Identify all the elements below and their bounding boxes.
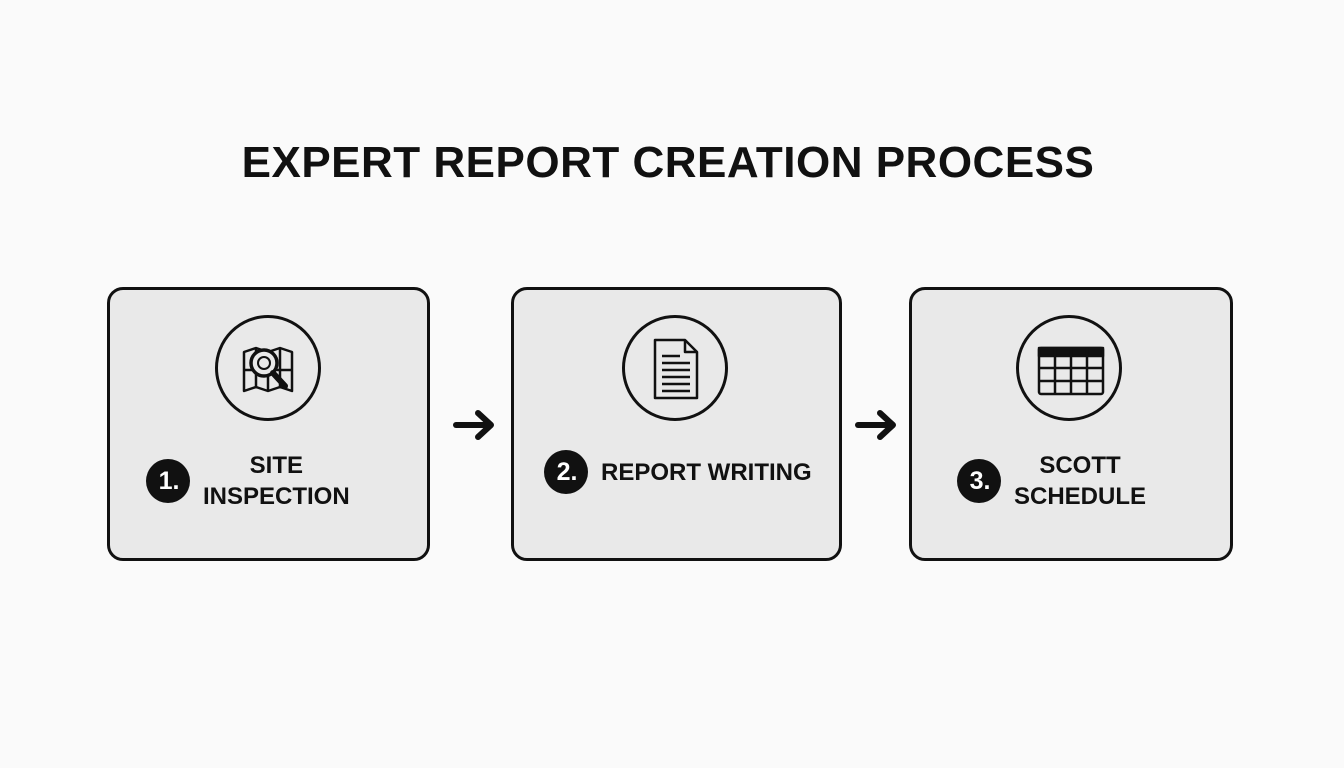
arrow-right-icon: [855, 410, 896, 440]
step-label-line: SCOTT: [1039, 452, 1121, 479]
step-label-line: SCHEDULE: [1014, 483, 1147, 510]
step-label: 3. SCOTT SCHEDULE: [957, 450, 1146, 512]
step-label-line: INSPECTION: [203, 483, 350, 510]
step-label: 2. REPORT WRITING: [544, 450, 812, 494]
step-label-text: REPORT WRITING: [601, 457, 812, 488]
step-label-line: REPORT WRITING: [601, 458, 812, 486]
step-icon-circle: [622, 315, 728, 421]
step-box-scott-schedule: 3. SCOTT SCHEDULE: [909, 287, 1233, 561]
step-number-badge: 1.: [146, 459, 190, 503]
arrow-right-icon: [453, 410, 494, 440]
step-label-text: SITE INSPECTION: [203, 450, 350, 512]
step-box-site-inspection: 1. SITE INSPECTION: [107, 287, 430, 561]
step-icon-circle: [1016, 315, 1122, 421]
document-icon: [653, 338, 699, 400]
step-label-text: SCOTT SCHEDULE: [1014, 450, 1146, 512]
table-grid-icon: [1037, 346, 1105, 396]
magnifier-map-icon: [242, 346, 294, 393]
diagram-title: EXPERT REPORT CREATION PROCESS: [241, 138, 1095, 187]
step-number-badge: 2.: [544, 450, 588, 494]
step-label: 1. SITE INSPECTION: [146, 450, 350, 512]
step-label-line: SITE: [249, 452, 304, 479]
step-number-badge: 3.: [957, 459, 1001, 503]
step-icon-circle: [215, 315, 321, 421]
step-box-report-writing: 2. REPORT WRITING: [511, 287, 842, 561]
